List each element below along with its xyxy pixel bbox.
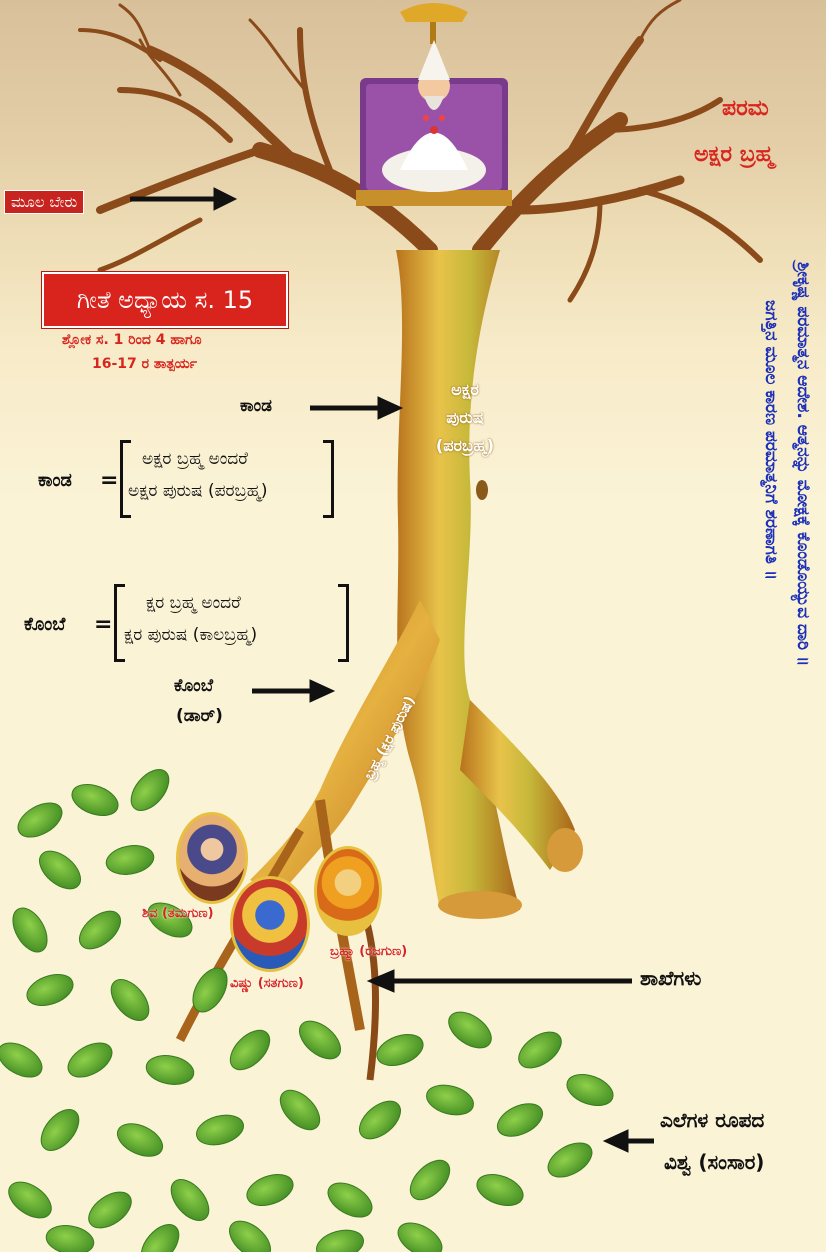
trunk-def-term: ಕಾಂಡ [38, 470, 72, 491]
trunk-inscription-line2: ಪುರುಷ [420, 404, 510, 432]
subtitle-line2: 16-17 ರ ತಾತ್ಪರ್ಯ [92, 356, 197, 372]
branch-arrow-label-line2: (ಡಾರ್) [176, 706, 223, 726]
shiva-image [176, 812, 248, 904]
trunk-def-line2: ಅಕ್ಷರ ಪುರುಷ (ಪರಬ್ರಹ್ಮ) [128, 476, 268, 506]
trunk-inscription-line1: ಅಕ್ಷರ [420, 376, 510, 404]
branch-def-term: ಕೊಂಬೆ [24, 614, 65, 635]
param-label-line1: ಪರಮ [722, 96, 769, 121]
trunk-arrow-label: ಕಾಂಡ [240, 396, 272, 416]
vishnu-image [230, 876, 310, 972]
trunk [396, 250, 583, 919]
branch-def-equals: = [94, 612, 112, 637]
trunk-def-line1: ಅಕ್ಷರ ಬ್ರಹ್ಮ ಅಂದರೆ [142, 444, 248, 474]
root-label: ಮೂಲ ಬೇರು [4, 190, 84, 214]
trunk-inscription: ಅಕ್ಷರ ಪುರುಷ (ಪರಬ್ರಹ್ಮ) [420, 376, 510, 460]
trunk-inscription-line3: (ಪರಬ್ರಹ್ಮ) [420, 432, 510, 460]
chapter-title: ಗೀತೆ ಅಧ್ಯಾಯ ಸ. 15 [77, 286, 253, 314]
branch-def-line1: ಕ್ಷರ ಬ್ರಹ್ಮ ಅಂದರೆ [146, 588, 241, 618]
branch-def-line2: ಕ್ಷರ ಪುರುಷ (ಕಾಲಬ್ರಹ್ಮ) [124, 620, 257, 650]
param-label-line2: ಅಕ್ಷರ ಬ್ರಹ್ಮ [694, 142, 774, 167]
vishnu-label: ವಿಷ್ಣು (ಸತಗುಣ) [230, 976, 304, 991]
trunk-def-equals: = [100, 468, 118, 493]
chapter-title-box: ಗೀತೆ ಅಧ್ಯಾಯ ಸ. 15 [42, 272, 288, 328]
branch-def-bracket-right [338, 584, 349, 662]
subtitle-line1: ಶ್ಲೋಕ ಸ. 1 ರಿಂದ 4 ಹಾಗೂ [62, 332, 202, 348]
brahma-image [314, 846, 382, 936]
trunk-def-bracket-right [323, 440, 334, 518]
branch-arrow-label-line1: ಕೊಂಬೆ [174, 676, 213, 696]
vertical-text-line2: ಜಗತ್ತಿನ ಮೂಲ ಕಾರಣ ಪರಮಾತ್ಮನಿಗೆ ಶರಣಾಗತಿ ॥ [758, 300, 784, 880]
leaves-label-line1: ಎಲೆಗಳ ರೂಪದ [660, 1108, 764, 1132]
leaves-label-line2: ವಿಶ್ವ (ಸಂಸಾರ) [664, 1150, 764, 1174]
branches-label: ಶಾಖೆಗಳು [640, 966, 701, 990]
throne [356, 3, 512, 206]
shiva-label: ಶಿವ (ತಮಗುಣ) [142, 906, 214, 921]
brahma-label: ಬ್ರಹ್ಮಾ (ರಜಗುಣ) [330, 944, 407, 959]
vertical-text-line1: ಶ್ರೀಕೃಷ್ಣ ಪರಮಾತ್ಮನ ಆದೇಶ. ಆತ್ಮನನ್ನು ಮೋಕ್ಷ… [790, 262, 816, 912]
